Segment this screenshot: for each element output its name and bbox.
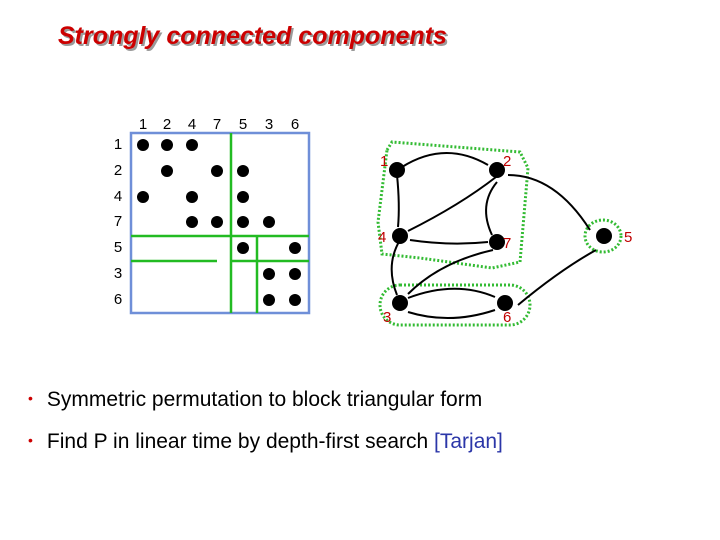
matrix-nonzero bbox=[237, 216, 249, 228]
matrix-nonzero bbox=[289, 268, 301, 280]
matrix-nonzero bbox=[237, 165, 249, 177]
edge bbox=[407, 287, 496, 299]
matrix-nonzero bbox=[263, 294, 275, 306]
edge bbox=[390, 239, 401, 296]
graph-node bbox=[392, 295, 408, 311]
bullet-dot-icon: • bbox=[28, 390, 33, 406]
matrix-row-label: 6 bbox=[113, 291, 123, 308]
matrix-row-label: 3 bbox=[113, 265, 123, 282]
node-label: 6 bbox=[503, 309, 511, 326]
matrix-col-label: 5 bbox=[238, 116, 248, 133]
matrix-nonzero bbox=[186, 191, 198, 203]
node-label: 1 bbox=[380, 153, 388, 170]
matrix-nonzero bbox=[211, 216, 223, 228]
matrix-col-label: 2 bbox=[162, 116, 172, 133]
slide-title: Strongly connected components bbox=[58, 22, 447, 50]
citation: [Tarjan] bbox=[434, 430, 503, 453]
matrix-col-label: 6 bbox=[290, 116, 300, 133]
edge bbox=[396, 174, 400, 228]
matrix-col-label: 7 bbox=[212, 116, 222, 133]
matrix-nonzero bbox=[137, 139, 149, 151]
edge bbox=[401, 152, 489, 168]
bullet-text: Symmetric permutation to block triangula… bbox=[46, 388, 483, 411]
node-label: 4 bbox=[378, 229, 386, 246]
component-outline bbox=[376, 140, 530, 270]
node-label: 5 bbox=[624, 229, 632, 246]
component-outline bbox=[378, 283, 532, 327]
matrix-nonzero bbox=[263, 268, 275, 280]
bullet-list: • Symmetric permutation to block triangul… bbox=[28, 388, 503, 472]
graph-edges bbox=[390, 152, 597, 319]
bullet-text: Find P in linear time by depth-first sea… bbox=[46, 430, 435, 453]
matrix-nonzero bbox=[137, 191, 149, 203]
matrix-row-label: 1 bbox=[113, 136, 123, 153]
bullet-item: • Symmetric permutation to block triangul… bbox=[28, 388, 503, 412]
node-label: 2 bbox=[503, 153, 511, 170]
edge bbox=[407, 176, 497, 232]
graph-node bbox=[497, 295, 513, 311]
matrix-nonzero bbox=[289, 294, 301, 306]
node-label: 3 bbox=[383, 309, 391, 326]
matrix-nonzero bbox=[161, 139, 173, 151]
edge bbox=[407, 249, 494, 295]
graph-node bbox=[489, 162, 505, 178]
component-outline bbox=[583, 218, 623, 254]
matrix-nonzero bbox=[161, 165, 173, 177]
matrix-row-label: 4 bbox=[113, 188, 123, 205]
matrix-col-label: 1 bbox=[138, 116, 148, 133]
edge bbox=[409, 239, 489, 245]
matrix-nonzeros bbox=[137, 139, 301, 306]
matrix-nonzero bbox=[186, 139, 198, 151]
matrix-nonzero bbox=[237, 191, 249, 203]
matrix-col-label: 4 bbox=[187, 116, 197, 133]
bullet-item: • Find P in linear time by depth-first se… bbox=[28, 430, 503, 454]
matrix-row-label: 7 bbox=[113, 213, 123, 230]
graph-node bbox=[389, 162, 405, 178]
matrix-nonzero bbox=[237, 242, 249, 254]
graph-node bbox=[489, 234, 505, 250]
matrix-nonzero bbox=[289, 242, 301, 254]
node-label: 7 bbox=[503, 235, 511, 252]
matrix-row-label: 2 bbox=[113, 162, 123, 179]
matrix-nonzero bbox=[186, 216, 198, 228]
graph-node bbox=[596, 228, 612, 244]
matrix-border bbox=[129, 131, 311, 315]
matrix-col-label: 3 bbox=[264, 116, 274, 133]
graph-node bbox=[392, 228, 408, 244]
edge bbox=[407, 309, 496, 319]
edge bbox=[507, 174, 591, 231]
matrix-nonzero bbox=[263, 216, 275, 228]
bullet-dot-icon: • bbox=[28, 432, 33, 448]
matrix-nonzero bbox=[211, 165, 223, 177]
matrix-row-label: 5 bbox=[113, 239, 123, 256]
edge bbox=[517, 249, 597, 306]
edge bbox=[485, 181, 498, 236]
